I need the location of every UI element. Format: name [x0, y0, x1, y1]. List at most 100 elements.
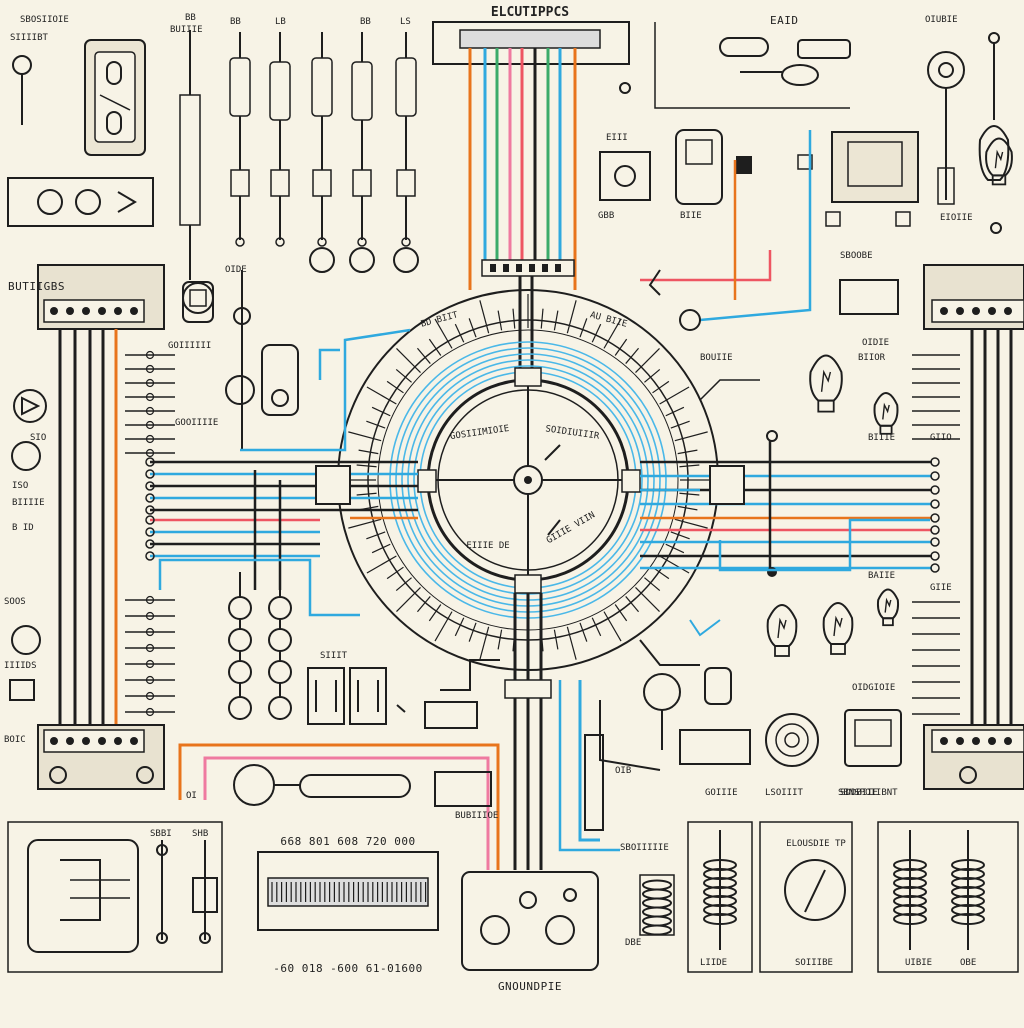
left-stub-node	[145, 595, 155, 605]
right-bus-node	[930, 471, 940, 481]
hub-tick	[614, 604, 628, 622]
hub-tick	[566, 300, 577, 334]
left-bus-node	[145, 551, 155, 561]
pin-connector-icon: SBOSIIOIE SIIIIBT	[10, 15, 69, 125]
hub-tick	[479, 626, 490, 660]
bottom-label-10: SBBI	[150, 829, 172, 839]
misc-label-15: GOIIIIII	[168, 341, 211, 351]
hub-label-6: AU BIIE	[589, 310, 628, 329]
hub-tick	[428, 604, 442, 622]
hub-tick	[348, 518, 382, 529]
left-bus-node	[145, 539, 155, 549]
fuse-body	[229, 57, 251, 117]
right-bus-node	[930, 537, 940, 547]
right-bus-node	[930, 499, 940, 509]
left-stub-node	[145, 434, 155, 444]
right-stub-rows	[912, 354, 960, 715]
misc-label-14: EIII	[606, 133, 628, 143]
bottom-scale-left: 668 801 608 720 000	[280, 835, 415, 848]
hub-tick	[386, 380, 404, 394]
bottom-label-7: GOIIIE	[705, 788, 738, 798]
left-side-label-3: ISO	[12, 481, 28, 491]
left-stub-node	[145, 378, 155, 388]
hub-tick	[625, 596, 640, 613]
inductor-column: BB BUIIIE	[170, 13, 214, 323]
left-bus-node	[145, 505, 155, 515]
hub-tick	[356, 464, 377, 468]
bottom-right-inductors	[642, 821, 1019, 973]
left-horizontal-bus	[145, 457, 418, 590]
left-terminal-block: BUTIIGBS	[8, 264, 165, 790]
bottom-left-box: SBBI SHB	[7, 821, 223, 973]
misc-label-3: SIIIT	[320, 651, 348, 661]
left-side-icons	[9, 389, 47, 701]
hub-tick	[674, 518, 708, 529]
fuse-cap	[396, 169, 416, 197]
left-side-label-1: BIIIIE	[12, 498, 45, 508]
inductor-turn	[642, 924, 672, 936]
inductor-turn	[893, 913, 927, 925]
misc-label-7: BIIE	[680, 211, 702, 221]
top-left-label-4: BUIIIE	[170, 25, 203, 35]
hub-tick	[679, 464, 700, 468]
hub-tick	[366, 555, 397, 574]
misc-label-13: OIB	[615, 766, 631, 776]
top-left-label-1: SBOSIIOIE	[20, 15, 69, 25]
bottom-center-label: GNOUNDPIE	[498, 980, 562, 993]
hub-tick	[540, 308, 544, 329]
bulb-base	[879, 424, 893, 435]
bottom-label-8: OBE	[960, 958, 976, 968]
left-stub-node	[145, 392, 155, 402]
inductor-turn	[951, 913, 985, 925]
fuse-coil	[349, 247, 375, 273]
top-left-label-8: LS	[400, 17, 411, 27]
right-bus-node	[930, 513, 940, 523]
lower-fuse-bead	[228, 696, 252, 720]
left-stub-node	[145, 691, 155, 701]
fuse-coil	[309, 247, 335, 273]
bulb-filament	[820, 369, 832, 392]
fuse-terminal	[317, 237, 327, 247]
left-bus-node	[145, 469, 155, 479]
bulb-base	[882, 617, 894, 627]
left-stub-node	[145, 406, 155, 416]
bulb-filament	[884, 597, 892, 613]
fuse-cap	[230, 169, 250, 197]
left-stub-node	[145, 707, 155, 717]
top-left-switch	[84, 39, 146, 156]
left-stub-node	[145, 364, 155, 374]
misc-label-2: GOOIIIIE	[175, 418, 218, 428]
bottom-label-2: LSOIIIT	[765, 788, 804, 798]
left-side-label-7: BOIC	[4, 735, 26, 745]
right-side-label-5: BAIIE	[868, 571, 895, 581]
hub-tick	[468, 318, 477, 338]
inductor-turn	[642, 915, 672, 927]
hub-tick	[579, 318, 588, 338]
hub-tick	[677, 449, 698, 455]
top-left-label-5: BB	[230, 17, 241, 27]
hub-tick	[428, 338, 442, 356]
misc-label-9: EIOIIE	[940, 213, 973, 223]
bulb-base	[774, 645, 790, 657]
hub-tick	[348, 431, 382, 442]
fuse-cap	[270, 169, 290, 197]
hub-tick	[679, 492, 700, 496]
hub-tick	[454, 323, 465, 343]
inductor-frame	[877, 821, 1019, 973]
bulb-filament	[994, 149, 1004, 169]
hub-tick	[366, 531, 386, 540]
inductor-turn	[642, 897, 672, 909]
right-bus-node	[930, 457, 940, 467]
lower-left-relays: SIIIT	[307, 651, 478, 729]
right-side-label-2: GIIE	[930, 583, 952, 593]
hub-tick	[603, 318, 622, 349]
blue-feed-wires	[158, 328, 930, 691]
hub-tick	[603, 611, 622, 642]
right-side-labels: GIIO GIIE OIDIE BIIOR BAIIE OIDGIOIE SDD…	[168, 133, 952, 798]
right-hub-connector	[315, 309, 778, 637]
hub-tick	[371, 543, 391, 554]
inductor-turn	[642, 879, 672, 891]
hub-tick	[635, 587, 660, 612]
hub-tick	[579, 622, 588, 642]
misc-label-5: OI	[186, 791, 197, 801]
